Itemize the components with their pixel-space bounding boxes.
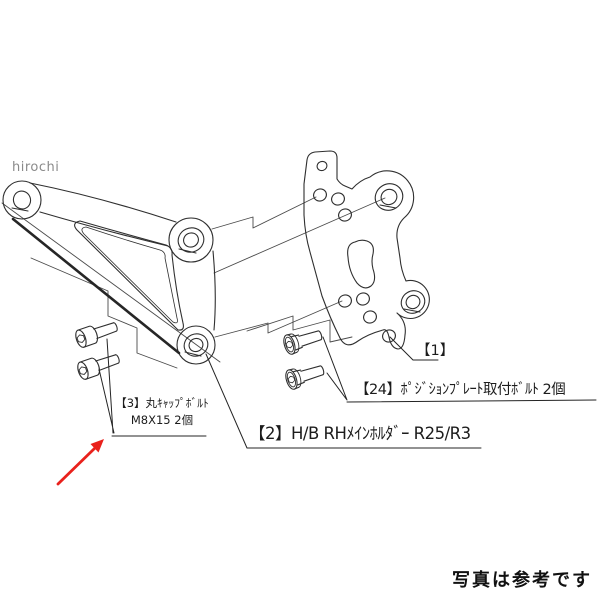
red-arrow-icon [56, 439, 104, 486]
photo-reference-note: 写真は参考です [452, 570, 592, 591]
cap-bolt-2 [77, 354, 120, 380]
projection-lines [1, 196, 386, 369]
cap-bolt-1 [75, 322, 118, 348]
label-part3-cap-bolt: 【3】丸ｷｬｯﾌﾟﾎﾞﾙﾄ M8X15 2個 [104, 395, 220, 429]
position-plate [303, 150, 430, 350]
main-holder-bracket [2, 180, 216, 365]
watermark-text: hirochi [12, 160, 60, 175]
plate-bolt-1 [283, 330, 323, 355]
label-part24-plate-bolt: 【24】ﾎﾟｼﾞｼｮﾝﾌﾟﾚｰﾄ取付ﾎﾞﾙﾄ 2個 [355, 382, 566, 398]
plate-holes [313, 188, 396, 343]
label-part1-position-plate: 【1】 [416, 343, 455, 359]
label-part2-main-holder: 【2】H/B RHﾒｲﾝﾎﾙﾀﾞｰ R25/R3 [249, 424, 471, 443]
label-part3-line2: M8X15 2個 [130, 413, 194, 427]
label-part3-line1: 【3】丸ｷｬｯﾌﾟﾎﾞﾙﾄ [115, 396, 209, 410]
plate-bolt-2 [285, 365, 325, 390]
leader-lines [98, 336, 597, 449]
